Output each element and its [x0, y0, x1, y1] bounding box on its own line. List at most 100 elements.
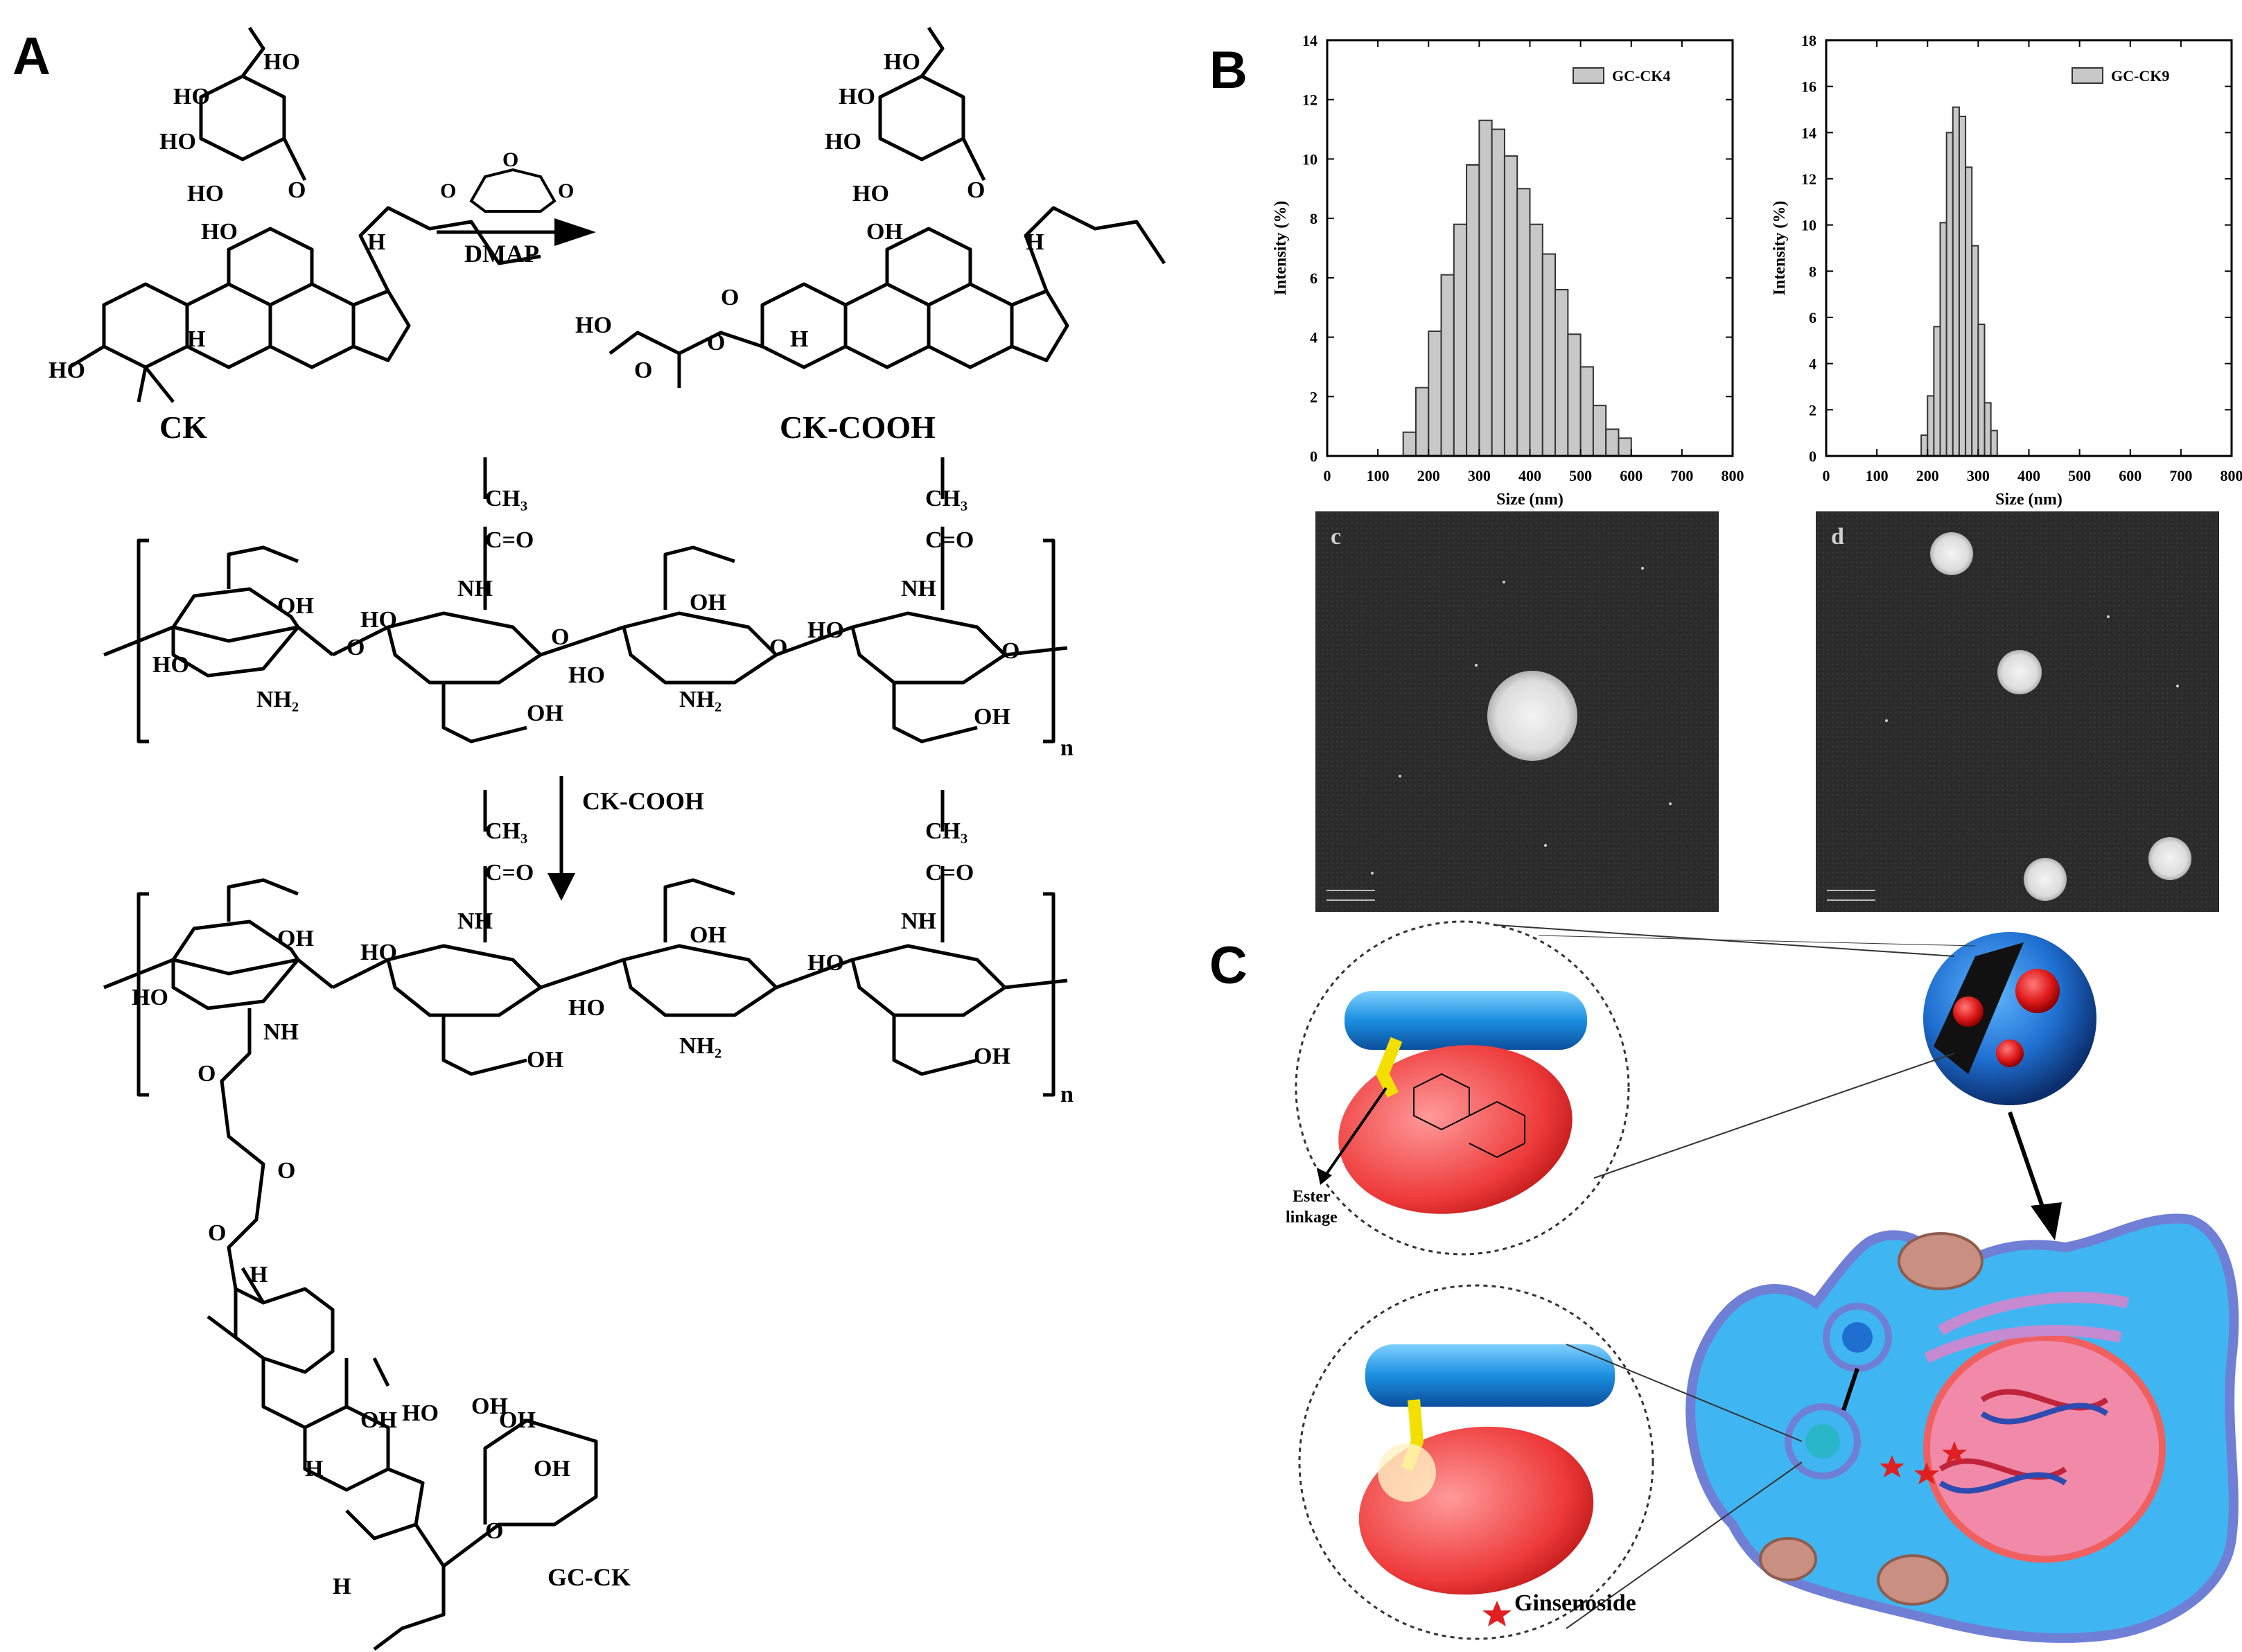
ester-linkage-label: Ester linkage [1286, 1188, 1338, 1227]
x-tick-label: 500 [1569, 467, 1592, 484]
svg-text:OH: OH [866, 219, 903, 245]
svg-text:OH: OH [527, 701, 563, 726]
y-axis-label: Intensity (%) [1771, 201, 1789, 296]
svg-text:HO: HO [402, 1400, 439, 1426]
y-tick-label: 8 [1310, 210, 1317, 227]
histogram-bar [1965, 166, 1973, 457]
y-tick-label: 0 [1310, 448, 1317, 465]
svg-text:NH₂: NH₂ [679, 687, 721, 712]
svg-text:HO: HO [568, 662, 605, 688]
x-tick-label: 100 [1866, 467, 1889, 484]
histogram-bar [1983, 402, 1992, 457]
svg-text:OH: OH [974, 1044, 1010, 1069]
histogram-bar [1605, 428, 1620, 457]
svg-text:NH: NH [901, 908, 936, 934]
x-tick-label: 200 [1417, 467, 1440, 484]
histogram-bar [1491, 128, 1505, 457]
svg-text:HO: HO [852, 181, 889, 206]
y-tick-label: 10 [1801, 217, 1816, 234]
svg-text:NH₂: NH₂ [256, 687, 299, 712]
plot-frame [1825, 39, 2233, 457]
svg-text:H: H [249, 1262, 268, 1288]
x-axis-label: Size (nm) [1995, 491, 2063, 509]
svg-text:HO: HO [884, 49, 920, 75]
svg-text:HO: HO [159, 129, 196, 155]
histogram-bar [1971, 245, 1979, 457]
x-tick-label: 600 [1620, 467, 1643, 484]
y-tick-label: 12 [1801, 170, 1816, 188]
legend-label: GC-CK4 [1612, 67, 1670, 85]
nanoparticle [1997, 650, 2042, 694]
svg-text:O: O [967, 177, 985, 203]
x-tick-label: 400 [1518, 467, 1541, 484]
label-ck-cooh-reagent: CK-COOH [582, 787, 704, 815]
svg-text:HO: HO [263, 49, 300, 75]
nanoparticle [1930, 532, 1973, 575]
y-tick-label: 2 [1310, 388, 1317, 405]
label-ck-cooh: CK-COOH [780, 410, 936, 445]
histogram-bar [1579, 366, 1594, 457]
repeat-n-1: n [1060, 735, 1074, 761]
y-tick-label: 16 [1801, 78, 1816, 96]
legend-label: GC-CK9 [2111, 67, 2169, 85]
histogram-bar [1618, 437, 1632, 457]
svg-text:HO: HO [173, 84, 210, 109]
svg-text:HO: HO [360, 940, 397, 965]
delivery-schematic [1295, 920, 2239, 1643]
svg-text:H: H [1026, 229, 1044, 255]
svg-text:HO: HO [825, 129, 861, 155]
y-tick-label: 4 [1310, 329, 1317, 346]
chemical-structures: HO HO HO HO O HO H H HO HO HO HO HO O OH… [49, 26, 1166, 1651]
svg-text:HO: HO [152, 652, 189, 678]
svg-text:C=O: C=O [925, 860, 974, 886]
histogram-bar [1428, 331, 1442, 457]
y-tick-label: 18 [1801, 32, 1816, 49]
svg-text:H: H [333, 1574, 351, 1599]
legend-swatch [2072, 67, 2103, 84]
histogram-bar [1920, 434, 1929, 457]
svg-text:CH₃: CH₃ [925, 818, 967, 844]
svg-text:O: O [208, 1220, 226, 1246]
svg-text:NH: NH [901, 576, 936, 601]
y-tick-label: 8 [1809, 263, 1816, 280]
x-tick-label: 800 [1722, 467, 1744, 484]
label-gc-ck: GC-CK [548, 1563, 631, 1591]
x-tick-label: 100 [1367, 467, 1390, 484]
svg-text:OH: OH [277, 593, 314, 619]
tem-label-c: c [1331, 524, 1342, 550]
nanoparticle [2024, 858, 2067, 901]
histogram-bar [1529, 223, 1543, 457]
histogram-bar [1554, 289, 1569, 457]
svg-text:C=O: C=O [925, 527, 974, 553]
histogram-bar [1927, 395, 1935, 457]
svg-text:H: H [187, 326, 205, 352]
y-tick-label: 14 [1302, 32, 1317, 49]
svg-text:HO: HO [807, 950, 844, 976]
histogram-bar [1945, 132, 1954, 457]
x-tick-label: 500 [2068, 467, 2091, 484]
y-tick-label: 2 [1809, 401, 1816, 419]
panel-letter-b: B [1209, 41, 1247, 100]
svg-text:O: O [288, 177, 306, 203]
svg-text:O: O [277, 1158, 295, 1184]
histogram-bar [1567, 333, 1582, 457]
nanoparticle [2148, 837, 2191, 880]
panel-letter-c: C [1209, 936, 1247, 995]
y-tick-label: 0 [1809, 448, 1816, 465]
svg-text:CH₃: CH₃ [485, 486, 527, 511]
svg-text:HO: HO [839, 84, 875, 109]
histogram-bar [1990, 430, 1998, 457]
svg-text:CH₃: CH₃ [485, 818, 527, 844]
svg-text:O: O [769, 635, 787, 660]
histogram-bar [1440, 274, 1455, 457]
x-tick-label: 800 [2221, 467, 2242, 484]
svg-text:O: O [502, 148, 518, 171]
histogram-bar [1466, 164, 1480, 457]
svg-text:OH: OH [527, 1047, 563, 1073]
histogram-bar [1958, 116, 1967, 457]
label-dmap: DMAP [464, 240, 539, 267]
svg-text:CH₃: CH₃ [925, 486, 967, 511]
histogram-bar [1541, 253, 1557, 457]
